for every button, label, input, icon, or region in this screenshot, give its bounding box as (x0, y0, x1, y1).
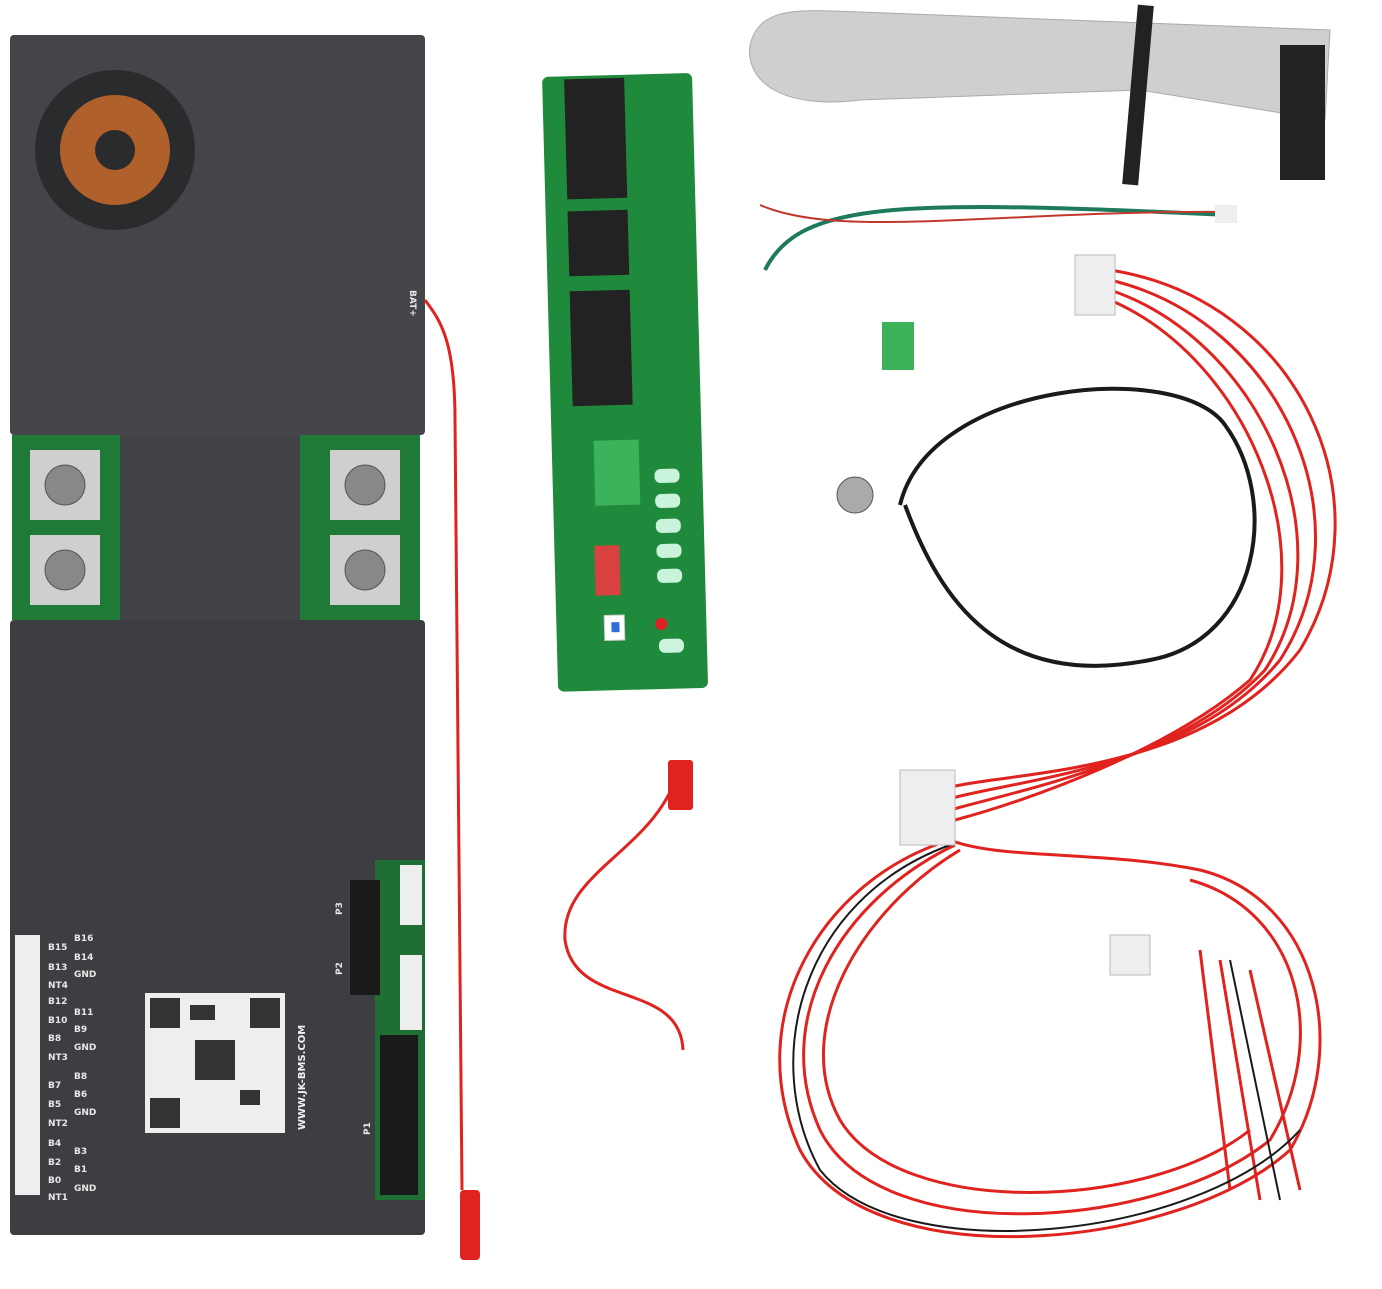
svg-text:B10: B10 (48, 1016, 67, 1026)
power-switch (836, 476, 874, 514)
svg-text:B12: B12 (48, 997, 67, 1007)
balance-connectors (15, 935, 40, 1195)
rj-port-middle (567, 209, 630, 277)
svg-text:B5: B5 (48, 1100, 61, 1110)
website-label: WWW.JK-BMS.COM (297, 1025, 308, 1130)
rj45-port-top (564, 77, 628, 200)
svg-text:B6: B6 (74, 1090, 87, 1100)
red-connector (460, 1190, 480, 1260)
port-p1-label: P1 (363, 1122, 373, 1135)
svg-text:B9: B9 (74, 1025, 87, 1035)
svg-text:B8: B8 (74, 1072, 87, 1082)
ribbon-cable (749, 10, 1331, 121)
svg-text:B4: B4 (48, 1139, 61, 1149)
svg-text:NT3: NT3 (48, 1053, 68, 1063)
svg-text:B3: B3 (74, 1147, 87, 1157)
svg-text:B1: B1 (74, 1165, 87, 1175)
svg-text:GND: GND (74, 1184, 96, 1194)
svg-text:B16: B16 (74, 934, 93, 944)
svg-text:GND: GND (74, 1108, 96, 1118)
port-p2-label: P2 (335, 962, 345, 975)
temperature-sensor-cable (898, 386, 1257, 668)
red-jumper-wire (563, 764, 685, 1051)
bat-plus-wire (423, 299, 464, 1191)
svg-text:NT4: NT4 (48, 981, 68, 991)
svg-text:NT1: NT1 (48, 1193, 68, 1203)
signal-cable (763, 205, 1231, 271)
adapter-pcb (542, 73, 708, 692)
svg-text:GND: GND (74, 970, 96, 980)
bms-board: BAT+ WWW.JK-BMS.COM P1 P2 P3 B15 B13 NT4… (10, 35, 425, 1235)
ribbon-connector (1280, 45, 1325, 180)
terminal-block (593, 439, 641, 506)
svg-text:NT2: NT2 (48, 1119, 68, 1129)
bat-plus-label: BAT+ (407, 290, 417, 317)
svg-text:B8: B8 (48, 1034, 61, 1044)
balance-wire-harness (778, 268, 1337, 1239)
rj45-port-bottom (569, 289, 633, 407)
svg-text:B13: B13 (48, 963, 67, 973)
port-p3-label: P3 (335, 902, 345, 915)
svg-text:B14: B14 (74, 953, 93, 963)
svg-text:B11: B11 (74, 1008, 93, 1018)
svg-text:GND: GND (74, 1043, 96, 1053)
p1-header-connector (380, 1035, 418, 1195)
svg-text:B2: B2 (48, 1158, 61, 1168)
svg-text:B0: B0 (48, 1176, 61, 1186)
balance-labels: B15 B13 NT4 B12 B10 B8 NT3 B7 B5 NT2 B4 … (48, 934, 96, 1203)
svg-text:B15: B15 (48, 943, 67, 953)
dip-switch (594, 545, 621, 596)
svg-text:B7: B7 (48, 1081, 61, 1091)
reset-button (611, 622, 620, 633)
green-terminal-plug (882, 322, 914, 370)
board-mid-panel (120, 435, 300, 620)
board-bottom-panel (10, 620, 425, 1235)
balance-connector-plug (899, 769, 956, 846)
